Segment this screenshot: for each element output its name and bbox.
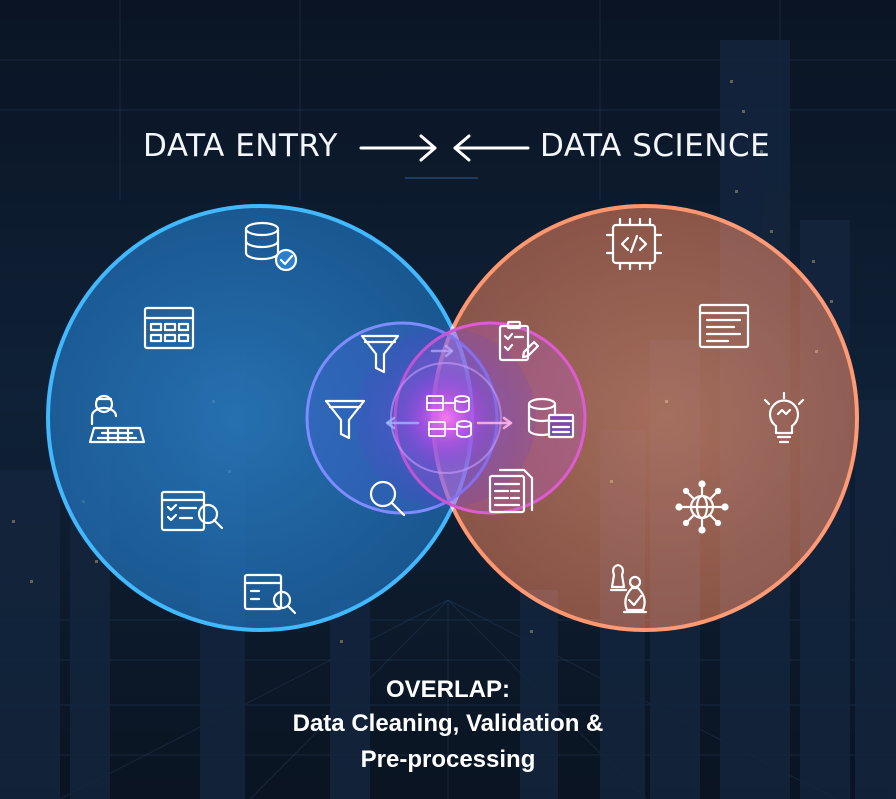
lightbulb-icon	[763, 391, 805, 444]
arrow-left-head	[453, 134, 471, 162]
overlap-core	[390, 362, 502, 474]
data-science-title: DATA SCIENCE	[540, 128, 771, 164]
magnifier-icon	[369, 480, 406, 517]
overlap-caption-title: OVERLAP:	[385, 676, 510, 703]
report-document-icon	[488, 468, 534, 514]
database-table-icon	[527, 397, 575, 439]
arrow-right-head	[419, 134, 437, 162]
funnel-icon	[324, 399, 366, 440]
chess-pieces-icon	[609, 563, 648, 614]
text-document-icon	[698, 303, 750, 349]
clipboard-check-icon	[498, 320, 540, 362]
header-arrows	[359, 134, 530, 162]
data-flow-icon	[426, 395, 472, 438]
arrow-left-icon	[385, 416, 420, 430]
arrow-right-icon	[430, 344, 454, 358]
keyboard-operator-icon	[88, 394, 146, 444]
overlap-caption: OVERLAP: Data Cleaning, Validation & Pre…	[198, 674, 698, 778]
database-check-icon	[244, 221, 298, 272]
form-search-icon	[160, 490, 224, 532]
arrow-right-icon	[476, 416, 513, 430]
funnel-icon	[360, 334, 400, 374]
network-globe-icon	[675, 480, 729, 534]
spreadsheet-grid-icon	[143, 306, 195, 350]
overlap-caption-line-2: Pre-processing	[360, 746, 536, 773]
overlap-caption-line-1: Data Cleaning, Validation &	[292, 710, 604, 737]
window-search-icon	[243, 573, 297, 615]
code-chip-icon	[605, 217, 663, 271]
overlap-arrows	[385, 344, 513, 430]
data-entry-title: DATA ENTRY	[143, 128, 338, 164]
